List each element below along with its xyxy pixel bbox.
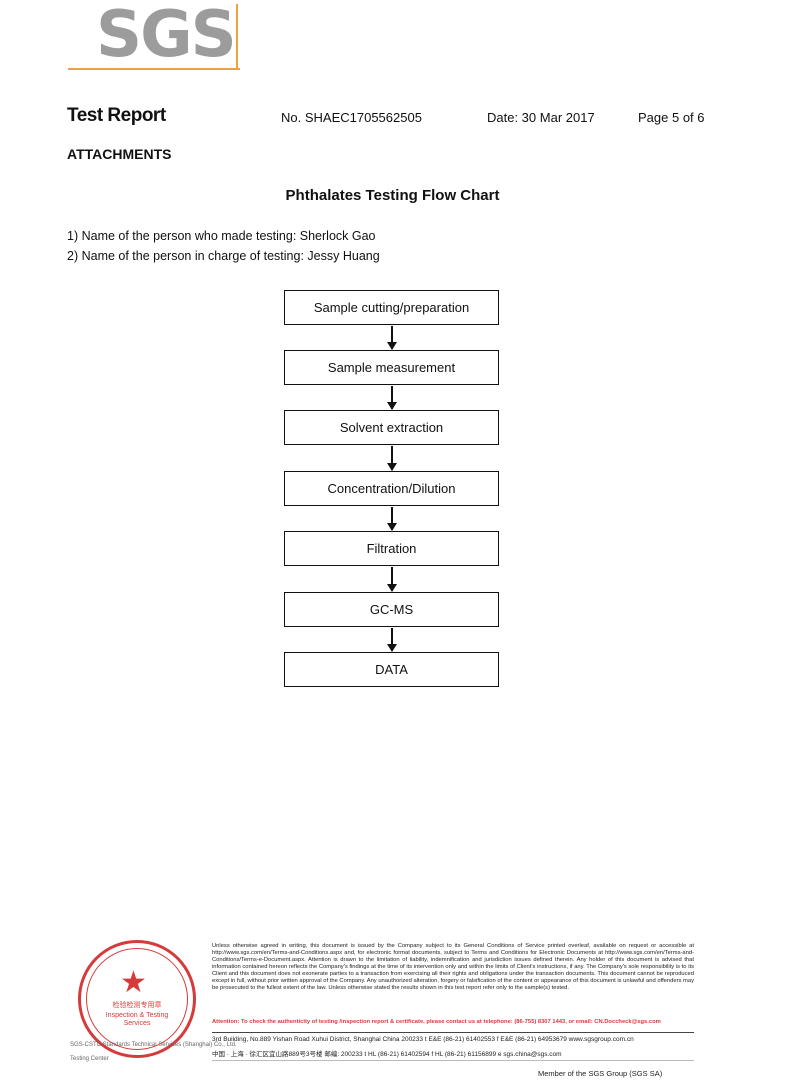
tester-name: 1) Name of the person who made testing: …	[67, 229, 376, 243]
flow-arrow	[387, 628, 397, 652]
flow-step: Sample cutting/preparation	[284, 290, 499, 325]
flow-step: Filtration	[284, 531, 499, 566]
flow-step: Solvent extraction	[284, 410, 499, 445]
report-number: No. SHAEC1705562505	[281, 110, 422, 125]
report-date: Date: 30 Mar 2017	[487, 110, 595, 125]
star-icon: ★	[120, 966, 147, 999]
section-heading: ATTACHMENTS	[67, 146, 172, 162]
legal-notice: Unless otherwise agreed in writing, this…	[212, 943, 694, 991]
logo-text: SGS	[96, 0, 237, 72]
sgs-logo: SGS	[68, 0, 240, 72]
footer-divider	[212, 1032, 694, 1033]
flow-arrow	[387, 386, 397, 410]
address-cn: 中国 · 上海 · 徐汇区宜山路889号3号楼 邮编: 200233 t HL …	[212, 1051, 562, 1058]
supervisor-name: 2) Name of the person in charge of testi…	[67, 249, 380, 263]
stamp-en-text: Inspection & Testing Services	[105, 1012, 169, 1027]
address-en: 3rd Building, No.889 Yishan Road Xuhui D…	[212, 1036, 634, 1043]
flow-step: GC-MS	[284, 592, 499, 627]
flow-arrow	[387, 567, 397, 592]
authenticity-warning: Attention: To check the authenticity of …	[212, 1019, 661, 1025]
flow-step: Sample measurement	[284, 350, 499, 385]
company-name: SGS-CSTC Standards Technical Services (S…	[70, 1042, 237, 1048]
flow-step: DATA	[284, 652, 499, 687]
flow-step: Concentration/Dilution	[284, 471, 499, 506]
flow-arrow	[387, 507, 397, 531]
company-name-left: SGS-CSTC Standards Technical Services (S…	[70, 1038, 237, 1066]
footer-bottom-divider	[212, 1060, 694, 1061]
testing-center: Testing Center	[70, 1056, 109, 1062]
flow-arrow	[387, 446, 397, 471]
member-notice: Member of the SGS Group (SGS SA)	[538, 1069, 663, 1078]
logo-divider	[236, 4, 238, 70]
stamp-cn-text: 检验检测专用章	[112, 1002, 162, 1009]
logo-underline	[68, 68, 240, 70]
flow-chart-title: Phthalates Testing Flow Chart	[285, 187, 500, 204]
flow-arrow	[387, 326, 397, 350]
page-number: Page 5 of 6	[638, 110, 705, 125]
company-stamp: ★ 检验检测专用章 Inspection & Testing Services	[78, 940, 196, 1058]
report-title: Test Report	[67, 105, 166, 126]
